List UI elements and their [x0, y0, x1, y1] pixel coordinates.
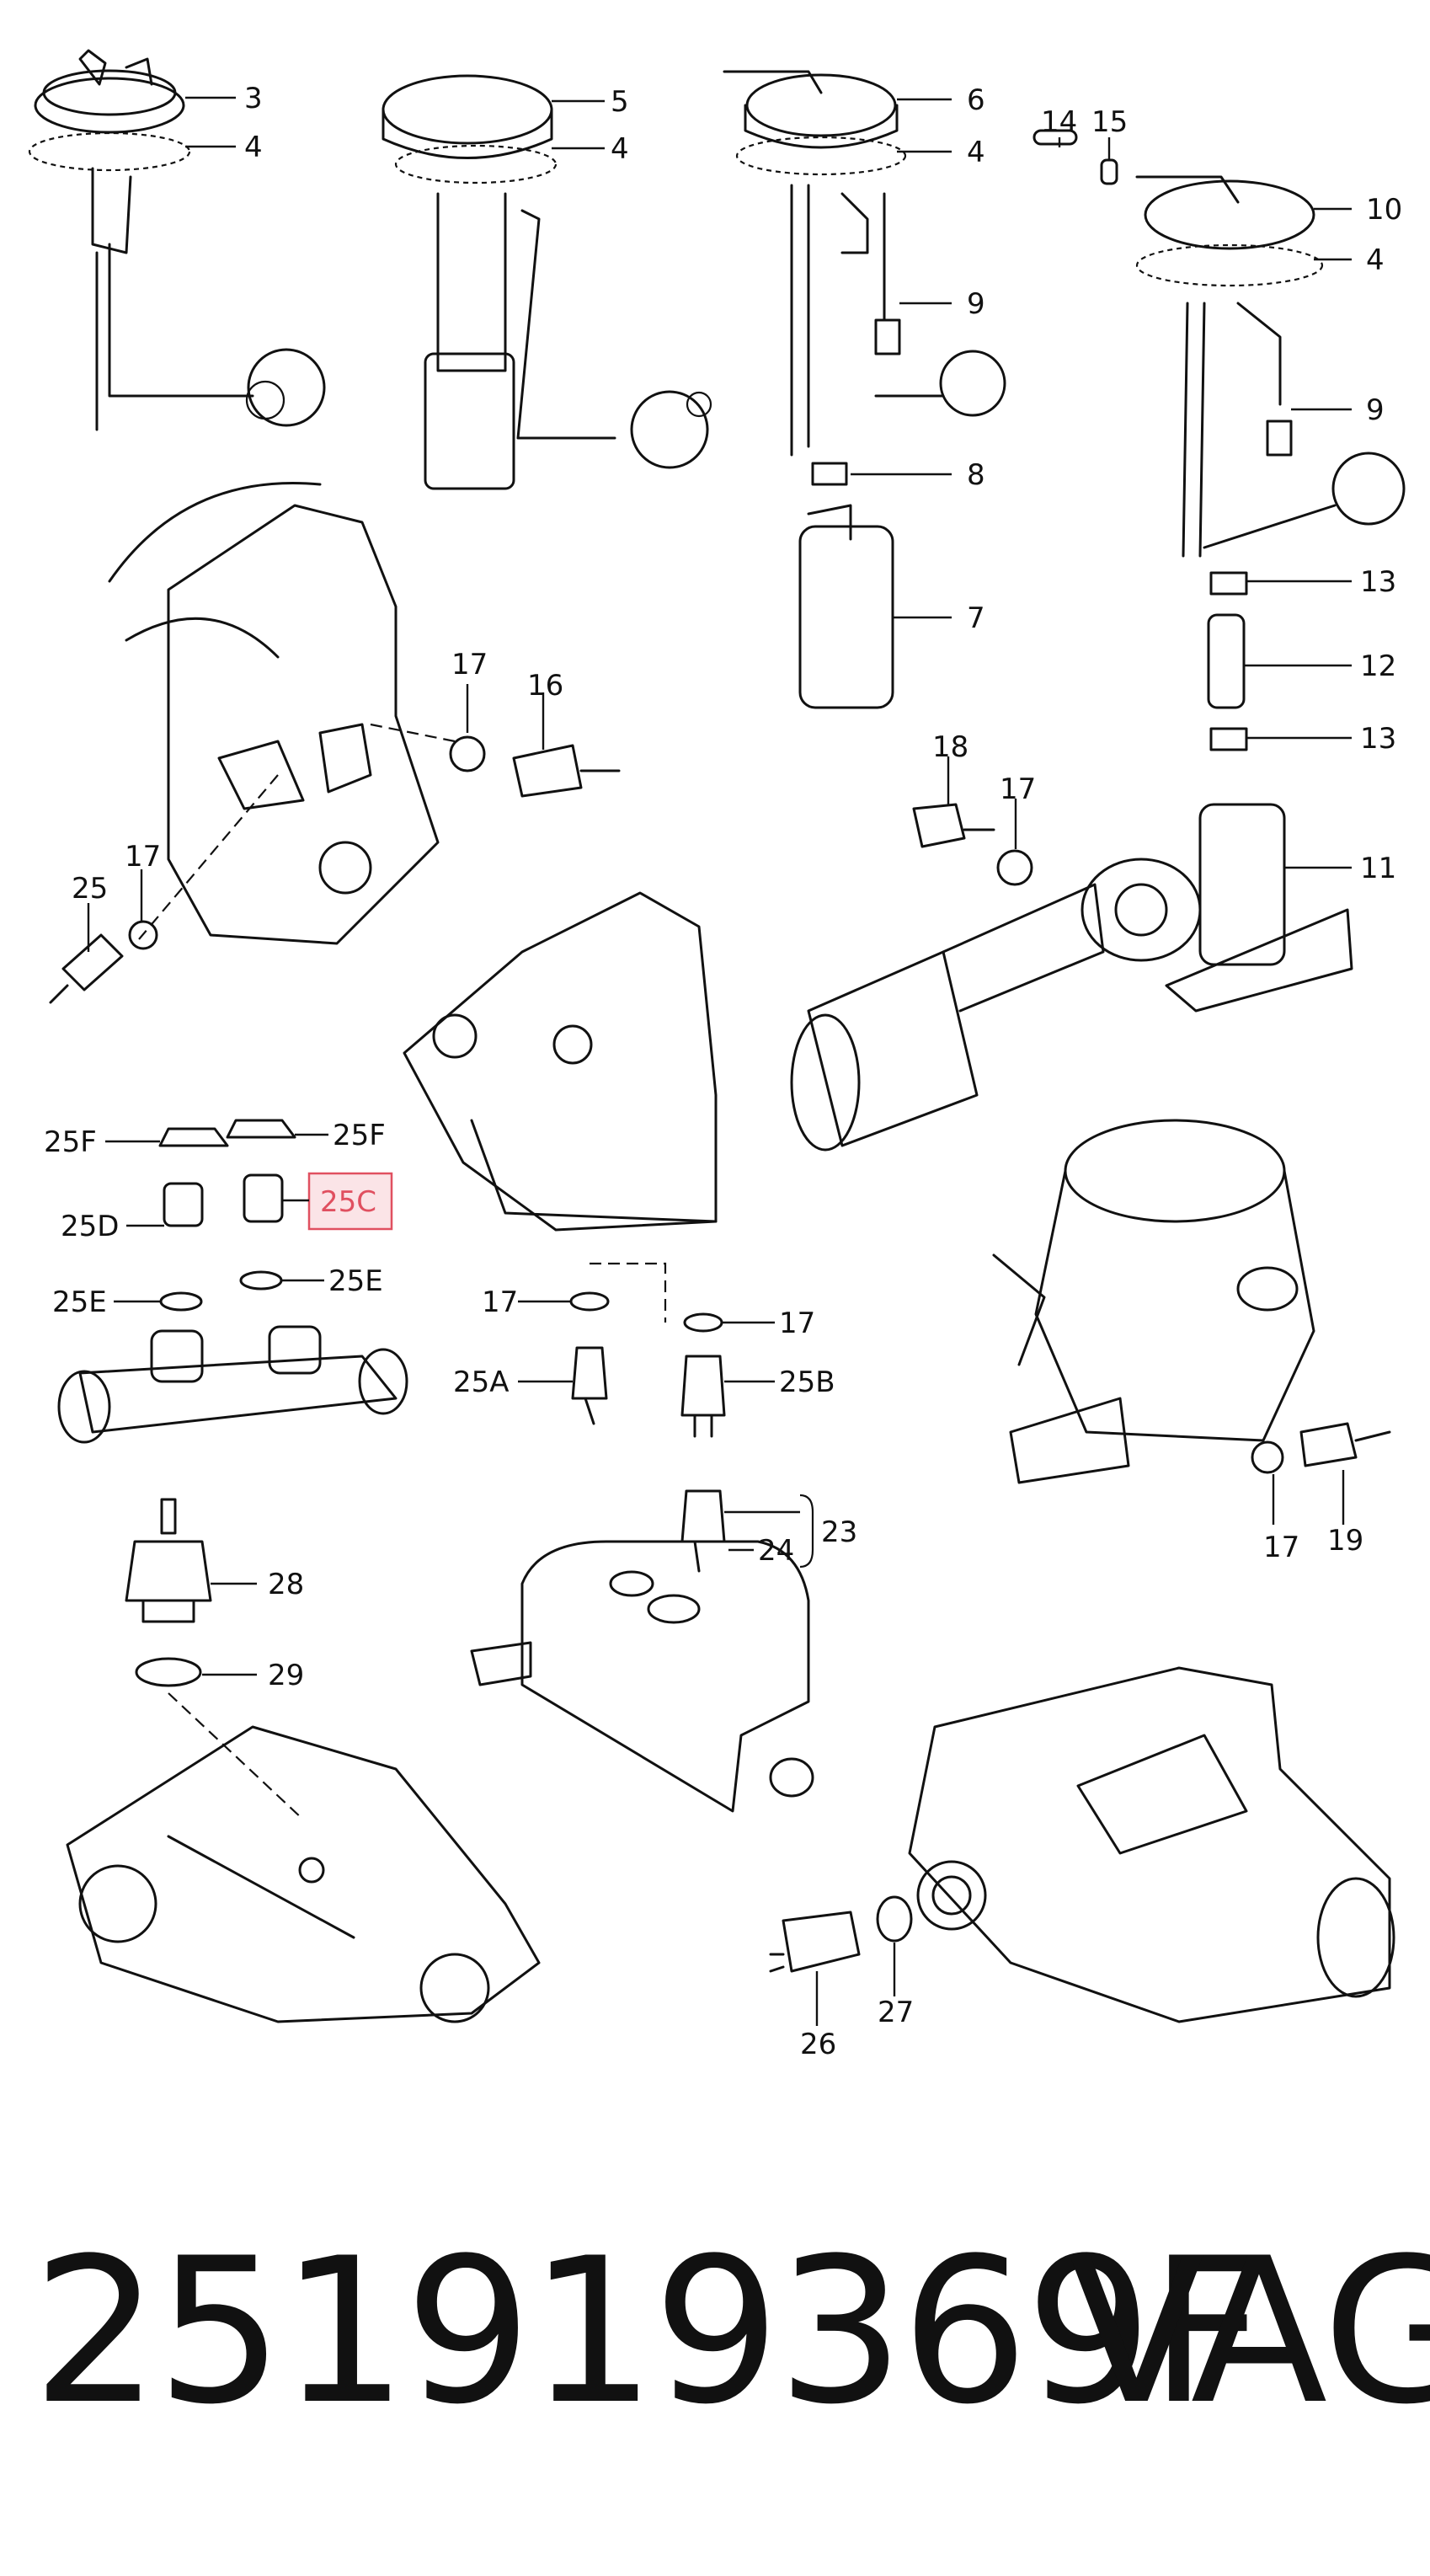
switch-25B	[680, 1312, 726, 1438]
callout-15: 15	[1091, 105, 1128, 139]
callout-25E: 25E	[52, 1285, 107, 1319]
brand-name: VAG	[1068, 2215, 1430, 2449]
footer: 251919369F VAG	[0, 2224, 1430, 2477]
callout-10: 10	[1366, 193, 1402, 227]
callout-13: 13	[1360, 565, 1396, 599]
highlight-box-25C	[307, 1172, 393, 1231]
callout-17: 17	[451, 648, 488, 681]
fuel-sender-unit-d	[1032, 129, 1406, 1013]
callout-5: 5	[611, 85, 629, 119]
callout-27: 27	[878, 1996, 914, 2029]
callout-25C: 25C	[320, 1185, 376, 1219]
callout-4: 4	[611, 132, 629, 166]
callout-11: 11	[1360, 852, 1396, 885]
engine-block	[108, 481, 456, 945]
callout-29: 29	[268, 1659, 304, 1692]
callout-25F: 25F	[44, 1125, 97, 1159]
carburetor	[992, 1119, 1391, 1484]
crankcase	[403, 891, 718, 1323]
expansion-reservoir	[470, 1540, 814, 1813]
callout-25E: 25E	[328, 1264, 383, 1298]
axle-housing	[908, 1666, 1395, 2023]
callout-18: 18	[932, 730, 968, 764]
callout-24: 24	[758, 1534, 794, 1568]
callout-26: 26	[800, 2028, 836, 2061]
callout-4: 4	[967, 136, 985, 169]
callout-8: 8	[967, 458, 985, 492]
callout-16: 16	[527, 669, 563, 703]
coolant-flange	[57, 1119, 408, 1444]
callout-4: 4	[244, 131, 263, 164]
callout-17: 17	[125, 840, 161, 874]
callout-25B: 25B	[779, 1365, 835, 1399]
leader-lines	[87, 96, 1352, 2026]
fuel-sender-unit-a	[28, 49, 326, 431]
washer-27	[876, 1895, 913, 1943]
switch-28	[125, 1498, 304, 1820]
callout-3: 3	[244, 82, 263, 115]
sensor-25	[49, 920, 158, 1004]
callout-17: 17	[1000, 772, 1036, 806]
callout-12: 12	[1360, 649, 1396, 683]
fuel-sender-unit-c	[723, 70, 1006, 709]
callout-28: 28	[268, 1568, 304, 1601]
callout-9: 9	[1366, 393, 1385, 427]
sensor-23-24	[680, 1489, 726, 1573]
callout-9: 9	[967, 287, 985, 321]
callout-23: 23	[821, 1515, 857, 1549]
callout-25A: 25A	[453, 1365, 510, 1399]
parts-diagram: 3 4 5 4 6 4 9 8 7 14 15 10 4 9 13 12 13 …	[28, 49, 1406, 2061]
fuel-sender-unit-b	[382, 74, 712, 490]
switch-25A	[569, 1291, 610, 1425]
callout-13: 13	[1360, 722, 1396, 756]
part-number: 251919369F	[32, 2215, 1265, 2449]
transfer-case	[66, 1725, 541, 2023]
callout-7: 7	[967, 601, 985, 635]
temperature-sender-16	[449, 735, 621, 798]
callout-4: 4	[1366, 243, 1385, 277]
callout-6: 6	[967, 83, 985, 117]
callout-17: 17	[1263, 1531, 1299, 1564]
callout-17: 17	[482, 1285, 518, 1319]
switch-26	[769, 1911, 861, 1973]
callout-25F: 25F	[333, 1119, 386, 1152]
callout-19: 19	[1327, 1524, 1363, 1558]
callout-25: 25	[72, 872, 108, 906]
oil-filter	[790, 858, 1202, 1152]
callout-17: 17	[779, 1307, 815, 1340]
callout-25D: 25D	[61, 1210, 119, 1243]
callout-14: 14	[1041, 105, 1077, 139]
callout-labels: 3 4 5 4 6 4 9 8 7 14 15 10 4 9 13 12 13 …	[44, 82, 1402, 2061]
oil-pressure-switch-18	[912, 803, 1033, 886]
